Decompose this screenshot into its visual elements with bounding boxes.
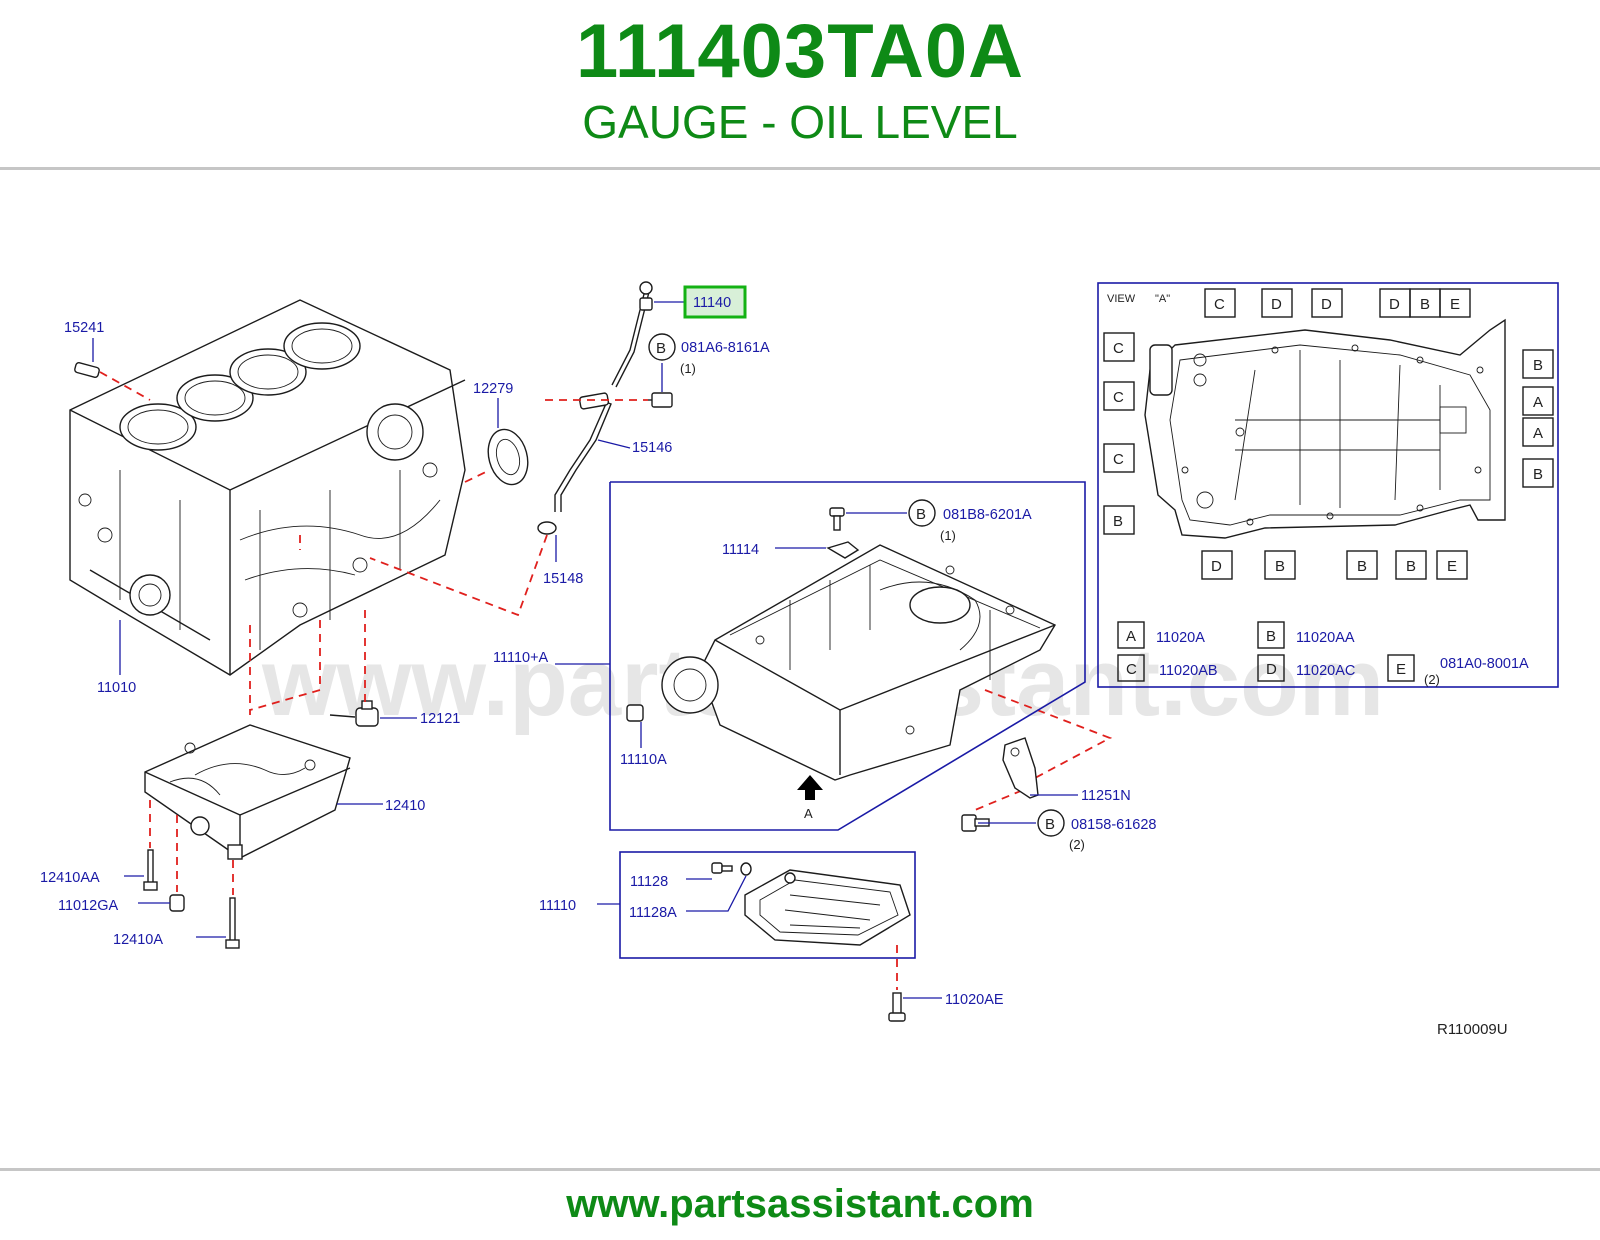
svg-text:A: A — [804, 806, 813, 821]
baffle-11114: 11114 — [722, 541, 860, 559]
bolt-081A6-8161A: B 081A6-8161A (1) — [648, 333, 770, 408]
label-15148: 15148 — [543, 571, 583, 587]
label-11251N: 11251N — [1081, 788, 1131, 804]
label-12279: 12279 — [473, 381, 513, 397]
svg-text:A: A — [1126, 628, 1136, 645]
footer-divider — [0, 1168, 1600, 1171]
oil-level-gauge-11140 — [611, 281, 690, 388]
view-a-title: VIEW — [1107, 293, 1136, 305]
reference-code: R110009U — [1437, 1021, 1508, 1038]
legend-d-value: 11020AC — [1296, 663, 1355, 679]
view-arrow-a: A — [797, 775, 823, 821]
page-header: 111403TA0A GAUGE - OIL LEVEL — [0, 0, 1600, 170]
label-15241: 15241 — [64, 320, 104, 336]
svg-text:(1): (1) — [680, 361, 696, 376]
part-name-subtitle: GAUGE - OIL LEVEL — [582, 96, 1018, 148]
view-a-legend: A 11020A B 11020AA C 11020AB D 11020AC E… — [1117, 621, 1529, 687]
oil-seal-12279: 12279 — [473, 381, 529, 486]
svg-text:B: B — [1406, 558, 1416, 575]
label-081A6-8161A: 081A6-8161A — [681, 340, 770, 356]
label-11010: 11010 — [97, 680, 136, 696]
svg-text:C: C — [1126, 661, 1137, 678]
svg-text:D: D — [1211, 558, 1222, 575]
label-081B8-6201A: 081B8-6201A — [943, 507, 1032, 523]
bushing-11012GA: 11012GA — [58, 894, 185, 914]
label-12410A: 12410A — [113, 932, 163, 948]
svg-text:E: E — [1396, 661, 1406, 678]
label-11114: 11114 — [722, 542, 759, 558]
svg-text:D: D — [1389, 296, 1400, 313]
label-08158-61628: 08158-61628 — [1071, 817, 1156, 833]
label-11128: 11128 — [630, 874, 668, 890]
svg-text:D: D — [1321, 296, 1332, 313]
svg-text:A: A — [1533, 394, 1543, 411]
svg-text:E: E — [1447, 558, 1457, 575]
label-11140[interactable]: 11140 — [693, 295, 731, 311]
oil-pan-upper-drawing — [661, 544, 1057, 781]
label-12121: 12121 — [420, 711, 460, 727]
svg-text:A: A — [1533, 425, 1543, 442]
label-11128A: 11128A — [629, 905, 677, 921]
dowel-11110A: 11110A — [620, 704, 667, 768]
label-11012GA: 11012GA — [58, 898, 119, 914]
label-15146: 15146 — [632, 440, 672, 456]
bracket-11251N: 11251N — [1002, 737, 1131, 804]
svg-text:B: B — [656, 340, 666, 357]
legend-a-value: 11020A — [1156, 630, 1205, 646]
legend-c-value: 11020AB — [1159, 663, 1218, 679]
legend-e-value: 081A0-8001A — [1440, 656, 1529, 672]
svg-text:D: D — [1271, 296, 1282, 313]
balancer-unit-12410: 12410 — [144, 724, 425, 860]
header-divider — [0, 167, 1600, 170]
label-11110: 11110 — [539, 898, 576, 914]
label-11110A: 11110A — [620, 752, 667, 768]
view-a-pan-drawing — [1144, 318, 1506, 539]
dowel-pin-15241: 15241 — [64, 320, 104, 378]
label-12410AA: 12410AA — [40, 870, 100, 886]
svg-text:B: B — [1357, 558, 1367, 575]
svg-text:B: B — [1045, 816, 1055, 833]
svg-text:(2): (2) — [1424, 672, 1440, 687]
part-number-title: 111403TA0A — [575, 9, 1025, 94]
svg-text:C: C — [1113, 340, 1124, 357]
svg-text:C: C — [1214, 296, 1225, 313]
oil-pan-lower-drawing — [711, 862, 911, 946]
footer-website-link[interactable]: www.partsassistant.com — [566, 1182, 1034, 1226]
cylinder-block-drawing — [69, 299, 466, 676]
svg-text:B: B — [1420, 296, 1430, 313]
parts-diagram: www.partsassistant.com 15241 — [40, 281, 1559, 1038]
label-11110-plus-a: 11110+A — [493, 650, 549, 666]
o-ring-15148: 15148 — [537, 521, 583, 587]
svg-text:E: E — [1450, 296, 1460, 313]
bolt-081B8-6201A: B 081B8-6201A (1) — [829, 499, 1032, 543]
svg-text:B: B — [1113, 513, 1123, 530]
svg-text:C: C — [1113, 389, 1124, 406]
svg-text:(2): (2) — [1069, 837, 1085, 852]
svg-text:B: B — [1533, 357, 1543, 374]
svg-text:B: B — [1266, 628, 1276, 645]
svg-text:D: D — [1266, 661, 1277, 678]
view-a-inset-frame — [1097, 282, 1559, 688]
bolt-12410A: 12410A — [113, 897, 240, 949]
svg-text:B: B — [1533, 466, 1543, 483]
svg-text:C: C — [1113, 451, 1124, 468]
bolt-08158-61628: B 08158-61628 (2) — [961, 809, 1156, 852]
drain-bolt-11020AE: 11020AE — [888, 992, 1004, 1022]
knock-sensor-12121: 12121 — [329, 700, 460, 727]
label-12410: 12410 — [385, 798, 425, 814]
highlighted-part-box[interactable] — [683, 285, 747, 319]
gauge-guide-15146: 15146 — [554, 392, 672, 512]
svg-text:B: B — [916, 506, 926, 523]
oil-pan-group-frame — [609, 481, 1086, 831]
label-11020AE: 11020AE — [945, 992, 1004, 1008]
leader-11128A — [686, 875, 747, 912]
legend-b-value: 11020AA — [1296, 630, 1355, 646]
lower-oil-pan-frame — [619, 851, 916, 959]
svg-text:(1): (1) — [940, 528, 956, 543]
view-a-position-letters: C D D D B E C C C B B A A B D B B B E — [1103, 288, 1554, 580]
assembly-dashed-lines — [99, 371, 1113, 990]
svg-text:B: B — [1275, 558, 1285, 575]
bolt-12410AA: 12410AA — [40, 849, 158, 891]
view-a-name: "A" — [1155, 293, 1170, 305]
